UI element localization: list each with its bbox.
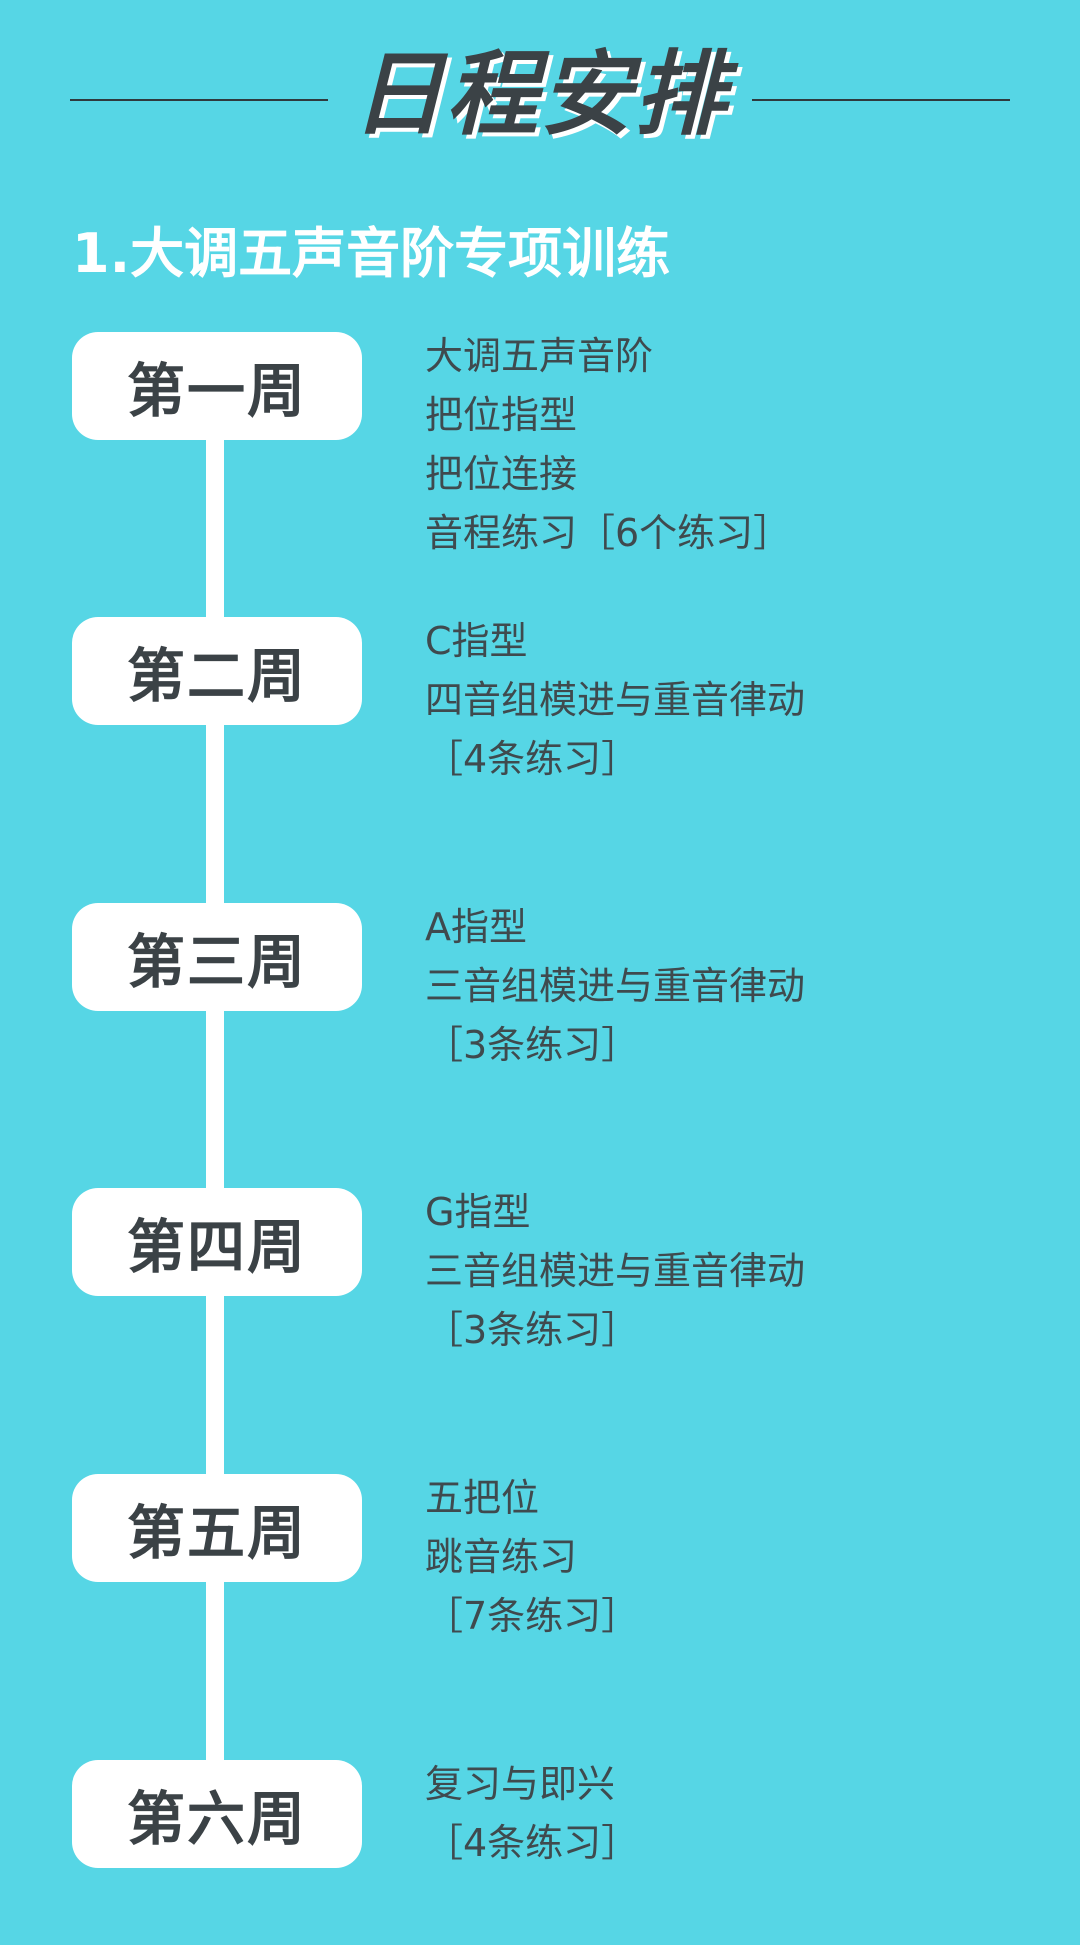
week-line: 三音组模进与重音律动 xyxy=(425,964,806,1008)
week-line: 把位连接 xyxy=(425,452,578,496)
week-line: 把位指型 xyxy=(425,393,578,437)
week-line: ［7条练习］ xyxy=(425,1594,640,1638)
week-content: G指型 三音组模进与重音律动 ［3条练习］ xyxy=(425,1183,805,1360)
week-line: ［3条练习］ xyxy=(425,1023,640,1067)
week-badge: 第一周 xyxy=(72,332,362,440)
week-line: 跳音练习 xyxy=(425,1535,578,1579)
section-title: 1.大调五声音阶专项训练 xyxy=(72,222,671,285)
week-line: 四音组模进与重音律动 xyxy=(425,678,806,722)
week-content: 大调五声音阶 把位指型 把位连接 音程练习［6个练习］ xyxy=(425,327,791,563)
week-content: 五把位 跳音练习 ［7条练习］ xyxy=(425,1469,639,1646)
week-line: 五把位 xyxy=(425,1476,540,1520)
week-content: C指型 四音组模进与重音律动 ［4条练习］ xyxy=(425,612,805,789)
week-line: 大调五声音阶 xyxy=(425,334,654,378)
week-line: G指型 xyxy=(425,1190,531,1234)
page-title: 日程安排 xyxy=(351,41,728,148)
week-line: 音程练习［6个练习］ xyxy=(425,511,792,555)
week-line: ［4条练习］ xyxy=(425,737,640,781)
week-badge: 第六周 xyxy=(72,1760,362,1868)
week-badge: 第五周 xyxy=(72,1474,362,1582)
week-line: 复习与即兴 xyxy=(425,1762,616,1806)
title-divider-right xyxy=(752,99,1010,101)
week-line: 三音组模进与重音律动 xyxy=(425,1249,806,1293)
week-content: A指型 三音组模进与重音律动 ［3条练习］ xyxy=(425,898,805,1075)
week-line: C指型 xyxy=(425,619,528,663)
week-line: A指型 xyxy=(425,905,527,949)
week-badge: 第三周 xyxy=(72,903,362,1011)
week-line: ［4条练习］ xyxy=(425,1821,640,1865)
week-badge: 第二周 xyxy=(72,617,362,725)
week-content: 复习与即兴 ［4条练习］ xyxy=(425,1755,639,1873)
week-badge: 第四周 xyxy=(72,1188,362,1296)
timeline-line xyxy=(206,400,224,1830)
week-line: ［3条练习］ xyxy=(425,1308,640,1352)
title-divider-left xyxy=(70,99,328,101)
